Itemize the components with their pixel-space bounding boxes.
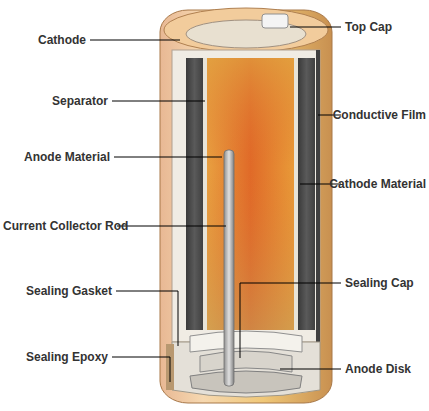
part-label: Anode Disk: [345, 362, 411, 376]
part-label: Anode Material: [24, 150, 110, 164]
leader-line: [116, 291, 178, 346]
current-collector-rod: [224, 150, 234, 386]
top-cap: [262, 14, 288, 28]
part-label: Separator: [52, 94, 108, 108]
part-label: Cathode: [38, 33, 86, 47]
leader-line: [117, 226, 226, 227]
sealing-gasket-body: [190, 331, 302, 352]
anode-material: [207, 58, 294, 330]
sealing-cap-body: [200, 351, 292, 372]
separator-right: [294, 58, 298, 330]
leader-line: [112, 101, 205, 102]
leader-line: [114, 157, 222, 158]
battery-shell: [160, 10, 332, 403]
part-label: Cathode Material: [329, 177, 426, 191]
leader-line: [280, 369, 341, 370]
separator-left: [203, 58, 207, 330]
leader-line: [290, 27, 341, 28]
part-label: Sealing Epoxy: [26, 350, 108, 364]
part-label: Sealing Gasket: [26, 284, 112, 298]
conductive-film: [316, 50, 320, 342]
cathode-material-left: [186, 58, 203, 330]
part-label: Current Collector Rod: [3, 219, 128, 233]
shell-top: [164, 8, 328, 52]
leader-line: [90, 40, 180, 41]
part-label: Top Cap: [345, 20, 392, 34]
inner-liner: [172, 50, 320, 342]
leader-line: [240, 283, 341, 358]
anode-disk-body: [190, 371, 302, 393]
cathode-material-right: [298, 58, 315, 330]
leader-line: [112, 357, 170, 382]
anode-shading: [207, 58, 294, 330]
part-label: Sealing Cap: [345, 276, 414, 290]
part-label: Conductive Film: [333, 108, 426, 122]
